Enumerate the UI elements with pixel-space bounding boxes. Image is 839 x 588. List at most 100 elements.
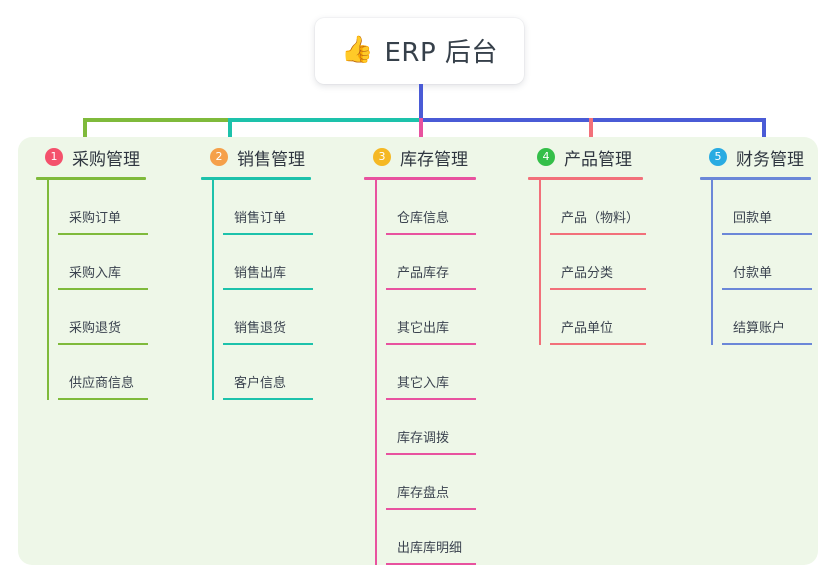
- branch-1-item-label-4: 供应商信息: [69, 376, 135, 391]
- branch-badge-2: 2: [210, 148, 228, 166]
- branch-3-item-label-6: 库存盘点: [397, 486, 450, 501]
- branch-4-item-label-1: 产品（物料）: [561, 211, 640, 226]
- branch-title-2: 销售管理: [237, 149, 305, 170]
- branch-column-3: 3 库存管理 仓库信息产品库存其它出库其它入库库存调拨库存盘点出库库明细: [364, 143, 524, 565]
- branch-5-item-underline-2: [722, 288, 812, 290]
- branch-4-item-label-3: 产品单位: [561, 321, 614, 336]
- branch-1-item-underline-2: [58, 288, 148, 290]
- branch-spine-2: [212, 180, 214, 400]
- branch-2-item-label-2: 销售出库: [234, 266, 287, 281]
- branch-badge-4: 4: [537, 148, 555, 166]
- trunk-segment-middle: [228, 118, 421, 122]
- branch-5-item-label-1: 回款单: [733, 211, 773, 226]
- branch-badge-1: 1: [45, 148, 63, 166]
- branch-2-item-1[interactable]: 销售订单: [212, 180, 361, 235]
- branch-1-item-underline-4: [58, 398, 148, 400]
- branch-4-item-3[interactable]: 产品单位: [539, 290, 698, 345]
- thumbs-up-emoji: 👍: [341, 35, 374, 65]
- branch-1-item-label-2: 采购入库: [69, 266, 122, 281]
- branch-3-item-4[interactable]: 其它入库: [375, 345, 524, 400]
- branch-header-3[interactable]: 3 库存管理: [364, 143, 524, 171]
- branch-3-item-5[interactable]: 库存调拨: [375, 400, 524, 455]
- branch-title-3: 库存管理: [400, 149, 468, 170]
- branch-badge-3: 3: [373, 148, 391, 166]
- trunk-segment-left: [83, 118, 228, 122]
- branch-3-item-underline-5: [386, 453, 476, 455]
- branch-2-item-3[interactable]: 销售退货: [212, 290, 361, 345]
- branch-spine-5: [711, 180, 713, 345]
- branch-column-2: 2 销售管理 销售订单销售出库销售退货客户信息: [201, 143, 361, 400]
- branch-2-item-underline-1: [223, 233, 313, 235]
- branch-3-item-underline-6: [386, 508, 476, 510]
- branch-2-item-label-3: 销售退货: [234, 321, 287, 336]
- branch-1-item-1[interactable]: 采购订单: [47, 180, 196, 235]
- branch-2-item-4[interactable]: 客户信息: [212, 345, 361, 400]
- root-node-content: 👍 ERP 后台: [341, 32, 498, 69]
- branch-4-item-label-2: 产品分类: [561, 266, 614, 281]
- branch-1-item-2[interactable]: 采购入库: [47, 235, 196, 290]
- branch-5-item-label-3: 结算账户: [733, 321, 786, 336]
- branch-spine-1: [47, 180, 49, 400]
- branch-title-4: 产品管理: [564, 149, 632, 170]
- branch-5-item-2[interactable]: 付款单: [711, 235, 839, 290]
- branch-3-item-label-3: 其它出库: [397, 321, 450, 336]
- branch-header-2[interactable]: 2 销售管理: [201, 143, 361, 171]
- branch-3-item-label-7: 出库库明细: [397, 541, 463, 556]
- branch-spine-4: [539, 180, 541, 345]
- branch-3-item-6[interactable]: 库存盘点: [375, 455, 524, 510]
- branch-5-item-1[interactable]: 回款单: [711, 180, 839, 235]
- branch-underline-1: [36, 177, 146, 180]
- branch-header-4[interactable]: 4 产品管理: [528, 143, 698, 171]
- branch-4-item-underline-2: [550, 288, 646, 290]
- branch-5-item-label-2: 付款单: [733, 266, 773, 281]
- branch-items-2: 销售订单销售出库销售退货客户信息: [201, 180, 361, 400]
- branch-4-item-underline-1: [550, 233, 646, 235]
- branch-title-5: 财务管理: [736, 149, 804, 170]
- branch-5-item-underline-3: [722, 343, 812, 345]
- branch-3-item-underline-3: [386, 343, 476, 345]
- branch-column-4: 4 产品管理 产品（物料） 产品分类产品单位: [528, 143, 698, 345]
- branch-2-item-underline-3: [223, 343, 313, 345]
- branch-3-item-3[interactable]: 其它出库: [375, 290, 524, 345]
- branch-column-1: 1 采购管理 采购订单采购入库采购退货供应商信息: [36, 143, 196, 400]
- branch-5-item-3[interactable]: 结算账户: [711, 290, 839, 345]
- branch-items-4: 产品（物料） 产品分类产品单位: [528, 180, 698, 345]
- branch-header-5[interactable]: 5 财务管理: [700, 143, 839, 171]
- branch-2-item-label-1: 销售订单: [234, 211, 287, 226]
- branch-1-item-label-1: 采购订单: [69, 211, 122, 226]
- branch-badge-5: 5: [709, 148, 727, 166]
- branch-column-5: 5 财务管理 回款单付款单结算账户: [700, 143, 839, 345]
- branch-1-item-label-3: 采购退货: [69, 321, 122, 336]
- branch-3-item-underline-1: [386, 233, 476, 235]
- branch-1-item-underline-3: [58, 343, 148, 345]
- branch-3-item-underline-2: [386, 288, 476, 290]
- branch-underline-2: [201, 177, 311, 180]
- root-node[interactable]: 👍 ERP 后台: [315, 18, 524, 84]
- branch-5-item-underline-1: [722, 233, 812, 235]
- branch-1-item-underline-1: [58, 233, 148, 235]
- branch-underline-5: [700, 177, 811, 180]
- root-node-label: ERP 后台: [384, 37, 498, 68]
- branch-1-item-4[interactable]: 供应商信息: [47, 345, 196, 400]
- branch-items-1: 采购订单采购入库采购退货供应商信息: [36, 180, 196, 400]
- branch-2-item-underline-4: [223, 398, 313, 400]
- branch-2-item-2[interactable]: 销售出库: [212, 235, 361, 290]
- branch-header-1[interactable]: 1 采购管理: [36, 143, 196, 171]
- branch-3-item-2[interactable]: 产品库存: [375, 235, 524, 290]
- branch-items-5: 回款单付款单结算账户: [700, 180, 839, 345]
- branch-1-item-3[interactable]: 采购退货: [47, 290, 196, 345]
- branch-4-item-1[interactable]: 产品（物料）: [539, 180, 698, 235]
- branch-3-item-7[interactable]: 出库库明细: [375, 510, 524, 565]
- trunk-segment-right: [421, 118, 765, 122]
- branch-3-item-underline-7: [386, 563, 476, 565]
- branch-underline-4: [528, 177, 643, 180]
- branch-3-item-1[interactable]: 仓库信息: [375, 180, 524, 235]
- branch-underline-3: [364, 177, 476, 180]
- branch-items-3: 仓库信息产品库存其它出库其它入库库存调拨库存盘点出库库明细: [364, 180, 524, 565]
- branch-title-1: 采购管理: [72, 149, 140, 170]
- branch-3-item-label-1: 仓库信息: [397, 211, 450, 226]
- branch-2-item-label-4: 客户信息: [234, 376, 287, 391]
- branch-4-item-2[interactable]: 产品分类: [539, 235, 698, 290]
- diagram-panel: [18, 137, 818, 565]
